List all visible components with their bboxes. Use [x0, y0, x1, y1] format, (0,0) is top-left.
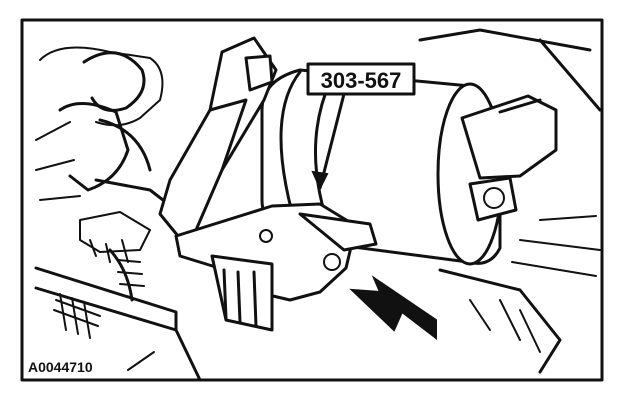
right-bracket	[438, 94, 601, 374]
special-tool-303-567	[158, 36, 378, 332]
figure-id: A0044710	[28, 359, 93, 375]
tool-leader-arrowhead	[311, 170, 329, 191]
tool-label-box	[306, 62, 416, 96]
tool-leader-line	[318, 92, 346, 190]
left-engine-parts	[35, 46, 178, 302]
figure-id-callout: A0044710	[28, 351, 155, 375]
pointer-arrow	[349, 275, 437, 341]
lower-left-beam	[34, 266, 202, 382]
tool-label: 303-567	[321, 68, 402, 93]
figure-id-leader	[127, 351, 155, 371]
tool-callout: 303-567	[306, 62, 416, 191]
figure-frame	[20, 18, 604, 382]
top-right-block	[418, 28, 602, 112]
